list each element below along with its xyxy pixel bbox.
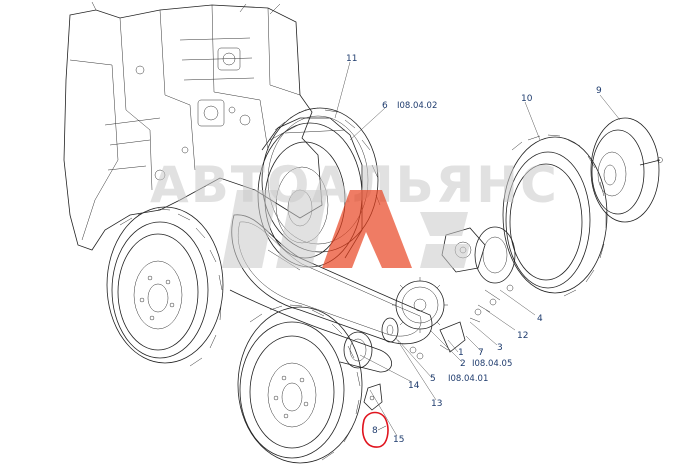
- callout-7[interactable]: 7: [478, 348, 484, 358]
- callout-5[interactable]: 5: [430, 374, 436, 384]
- watermark: АВТОАЛЬЯНС: [150, 156, 557, 268]
- callout-14[interactable]: 14: [408, 381, 420, 391]
- callout-10[interactable]: 10: [521, 94, 533, 104]
- callout-9[interactable]: 9: [596, 86, 602, 96]
- callout-15[interactable]: 15: [393, 435, 404, 445]
- watermark-logo: [222, 190, 470, 268]
- callout-2[interactable]: 2: [460, 359, 466, 369]
- callouts: 11 6 I08.04.02 10 9 4 12 3 1 7 2 I08.04.…: [346, 54, 602, 445]
- highlight-circle: [362, 411, 389, 448]
- ref-label-3[interactable]: I08.04.01: [448, 374, 488, 384]
- tire-11: [261, 107, 381, 253]
- drive-chain: [229, 214, 433, 373]
- callout-1[interactable]: 1: [458, 348, 464, 358]
- callout-4[interactable]: 4: [537, 314, 543, 324]
- ref-label-1[interactable]: I08.04.02: [397, 101, 437, 111]
- leader-lines: [334, 61, 621, 437]
- callout-12[interactable]: 12: [517, 331, 528, 341]
- rim-9: [590, 117, 663, 223]
- ref-label-2[interactable]: I08.04.05: [472, 359, 512, 369]
- callout-6[interactable]: 6: [382, 101, 388, 111]
- small-fittings: [363, 344, 449, 431]
- callout-11[interactable]: 11: [346, 54, 357, 64]
- watermark-accent: [322, 190, 412, 268]
- callout-3[interactable]: 3: [497, 343, 503, 353]
- wheel-front-right: [237, 304, 363, 464]
- wheel-front-left: [106, 206, 224, 367]
- callout-8[interactable]: 8: [372, 426, 378, 436]
- callout-13[interactable]: 13: [431, 399, 442, 409]
